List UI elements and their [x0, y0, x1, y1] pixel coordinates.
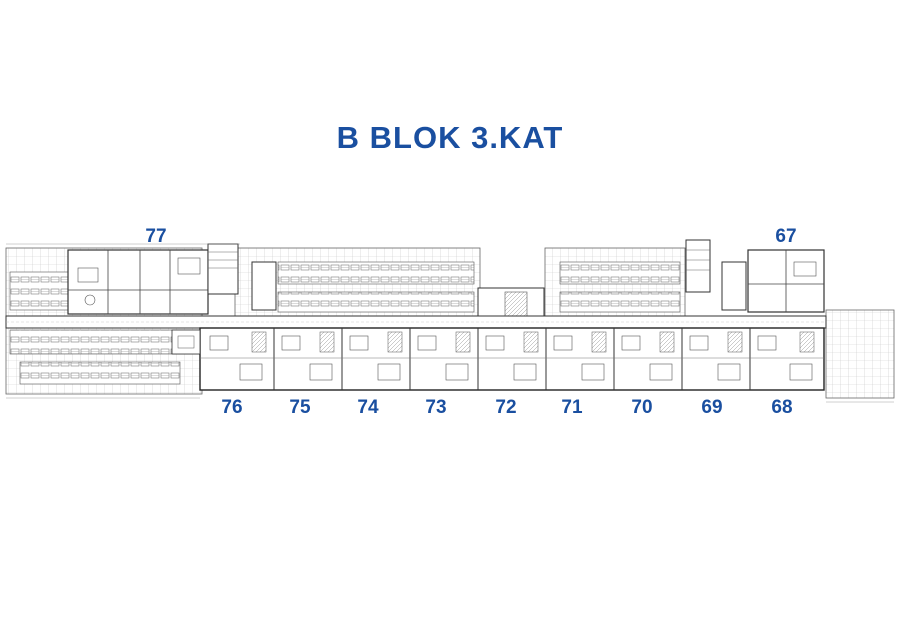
- unit-label-75: 75: [289, 397, 311, 418]
- apartment-row: [199, 327, 825, 391]
- unit-77-plan: [67, 243, 239, 315]
- unit-label-67: 67: [775, 226, 797, 247]
- unit-label-74: 74: [357, 397, 379, 418]
- page-title: B BLOK 3.KAT: [336, 120, 564, 155]
- unit-label-77: 77: [145, 226, 167, 247]
- corridor: [5, 315, 827, 329]
- unit-label-73: 73: [425, 397, 447, 418]
- entry-block: [171, 329, 201, 355]
- unit-label-76: 76: [221, 397, 243, 418]
- solar-panel-fields: [9, 261, 681, 385]
- unit-label-70: 70: [631, 397, 653, 418]
- unit-label-72: 72: [495, 397, 517, 418]
- unit-67-plan: [685, 239, 825, 313]
- dimension-lines: [6, 243, 894, 403]
- unit-label-71: 71: [561, 397, 583, 418]
- stair-core: [251, 261, 747, 321]
- unit-label-69: 69: [701, 397, 723, 418]
- unit-label-68: 68: [771, 397, 793, 418]
